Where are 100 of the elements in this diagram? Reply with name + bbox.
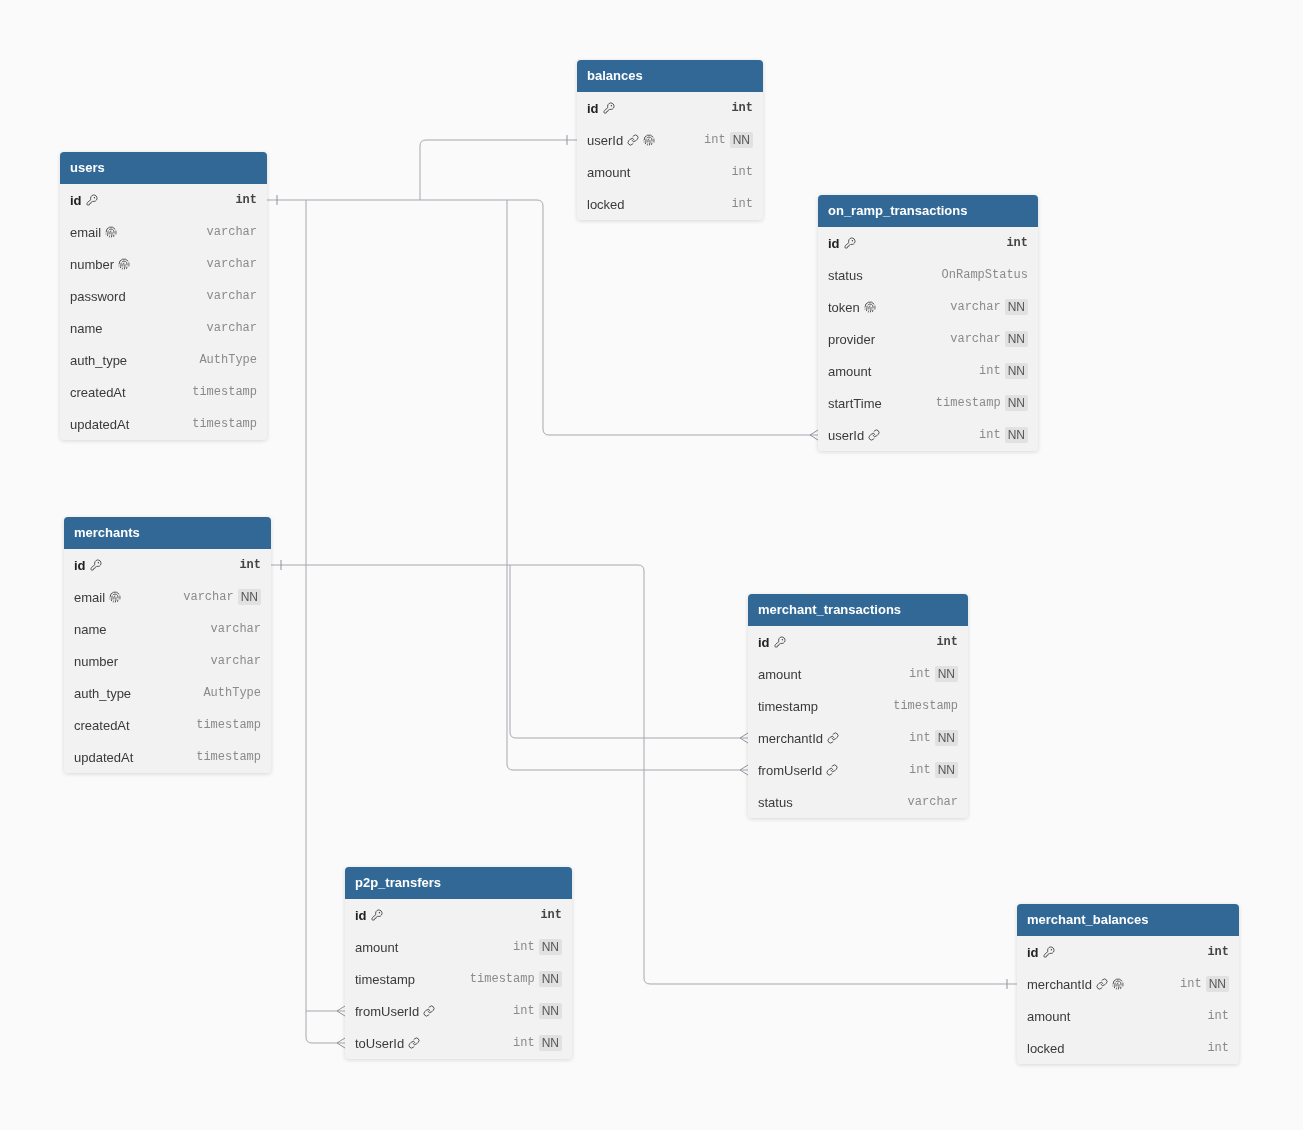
not-null-badge: NN <box>1004 427 1028 443</box>
column-type: varchar <box>210 622 261 636</box>
column-name: id <box>1027 944 1039 960</box>
column-name: userId <box>587 132 624 148</box>
table-card <box>818 195 1038 451</box>
table-header: merchants <box>64 517 271 549</box>
column-type: int <box>1006 236 1028 250</box>
column-name: createdAt <box>74 717 130 733</box>
table-header: on_ramp_transactions <box>818 195 1038 227</box>
column-type: varchar <box>907 795 958 809</box>
column-type: int <box>731 197 753 211</box>
column-type: varchar <box>950 332 1001 346</box>
column-name: provider <box>828 331 875 347</box>
table-row <box>345 899 572 931</box>
table-row <box>748 626 968 658</box>
column-type: AuthType <box>203 686 261 700</box>
column-name: status <box>828 267 863 283</box>
table-row <box>64 549 271 581</box>
column-type: timestamp <box>935 396 1001 410</box>
table-row <box>577 92 763 124</box>
column-type: timestamp <box>196 718 261 732</box>
column-name: locked <box>587 196 625 212</box>
column-type: varchar <box>210 654 261 668</box>
column-type: timestamp <box>469 972 535 986</box>
column-name: merchantId <box>1027 976 1093 992</box>
column-name: auth_type <box>74 685 132 701</box>
table-row <box>1017 936 1239 968</box>
column-type: int <box>235 193 257 207</box>
column-type: int <box>909 763 931 777</box>
column-name: timestamp <box>355 971 415 987</box>
column-type: int <box>1207 1009 1229 1023</box>
not-null-badge: NN <box>729 132 753 148</box>
table-row <box>818 419 1038 451</box>
column-name: createdAt <box>70 384 126 400</box>
relationship-line <box>305 1010 346 1049</box>
column-type: varchar <box>183 590 234 604</box>
column-type: int <box>979 364 1001 378</box>
column-name: email <box>74 589 106 605</box>
table-header: users <box>60 152 267 184</box>
column-name: number <box>70 256 115 272</box>
table-card <box>60 152 267 440</box>
column-type: int <box>239 558 261 572</box>
column-type: varchar <box>206 289 257 303</box>
column-type: timestamp <box>192 417 257 431</box>
column-name: amount <box>828 363 872 379</box>
column-type: varchar <box>206 321 257 335</box>
column-name: timestamp <box>758 698 818 714</box>
column-name: password <box>70 288 126 304</box>
not-null-badge: NN <box>538 1003 562 1019</box>
column-type: int <box>909 667 931 681</box>
not-null-badge: NN <box>934 666 958 682</box>
relationship-line <box>305 1005 346 1017</box>
column-name: email <box>70 224 102 240</box>
column-name: amount <box>355 939 399 955</box>
column-type: varchar <box>206 257 257 271</box>
column-name: id <box>70 192 82 208</box>
column-name: id <box>758 634 770 650</box>
column-name: merchantId <box>758 730 824 746</box>
column-name: id <box>355 907 367 923</box>
column-type: int <box>513 1004 535 1018</box>
relationship-line <box>305 199 307 1012</box>
column-name: number <box>74 653 119 669</box>
relationship-line <box>305 199 421 201</box>
column-type: int <box>731 101 753 115</box>
column-type: timestamp <box>893 699 958 713</box>
not-null-badge: NN <box>1004 363 1028 379</box>
column-name: id <box>74 557 86 573</box>
column-type: int <box>731 165 753 179</box>
column-type: int <box>1180 977 1202 991</box>
column-type: int <box>909 731 931 745</box>
column-name: locked <box>1027 1040 1065 1056</box>
table-row <box>60 184 267 216</box>
not-null-badge: NN <box>934 730 958 746</box>
not-null-badge: NN <box>1205 976 1229 992</box>
column-type: timestamp <box>196 750 261 764</box>
not-null-badge: NN <box>538 939 562 955</box>
column-name: userId <box>828 427 865 443</box>
not-null-badge: NN <box>934 762 958 778</box>
not-null-badge: NN <box>538 1035 562 1051</box>
not-null-badge: NN <box>1004 331 1028 347</box>
relationship-line <box>419 134 578 201</box>
column-type: int <box>1207 945 1229 959</box>
column-name: status <box>758 794 793 810</box>
column-type: int <box>540 908 562 922</box>
table-header: merchant_transactions <box>748 594 968 626</box>
not-null-badge: NN <box>1004 395 1028 411</box>
column-type: varchar <box>950 300 1001 314</box>
relationship-line <box>509 564 1018 990</box>
column-type: int <box>979 428 1001 442</box>
column-name: name <box>70 320 103 336</box>
table-card <box>577 60 763 220</box>
column-type: int <box>1207 1041 1229 1055</box>
relationship-line <box>509 564 749 744</box>
column-name: startTime <box>828 395 882 411</box>
not-null-badge: NN <box>237 589 261 605</box>
column-name: auth_type <box>70 352 128 368</box>
not-null-badge: NN <box>1004 299 1028 315</box>
table-header: p2p_transfers <box>345 867 572 899</box>
table-card <box>1017 904 1239 1064</box>
column-name: updatedAt <box>74 749 134 765</box>
